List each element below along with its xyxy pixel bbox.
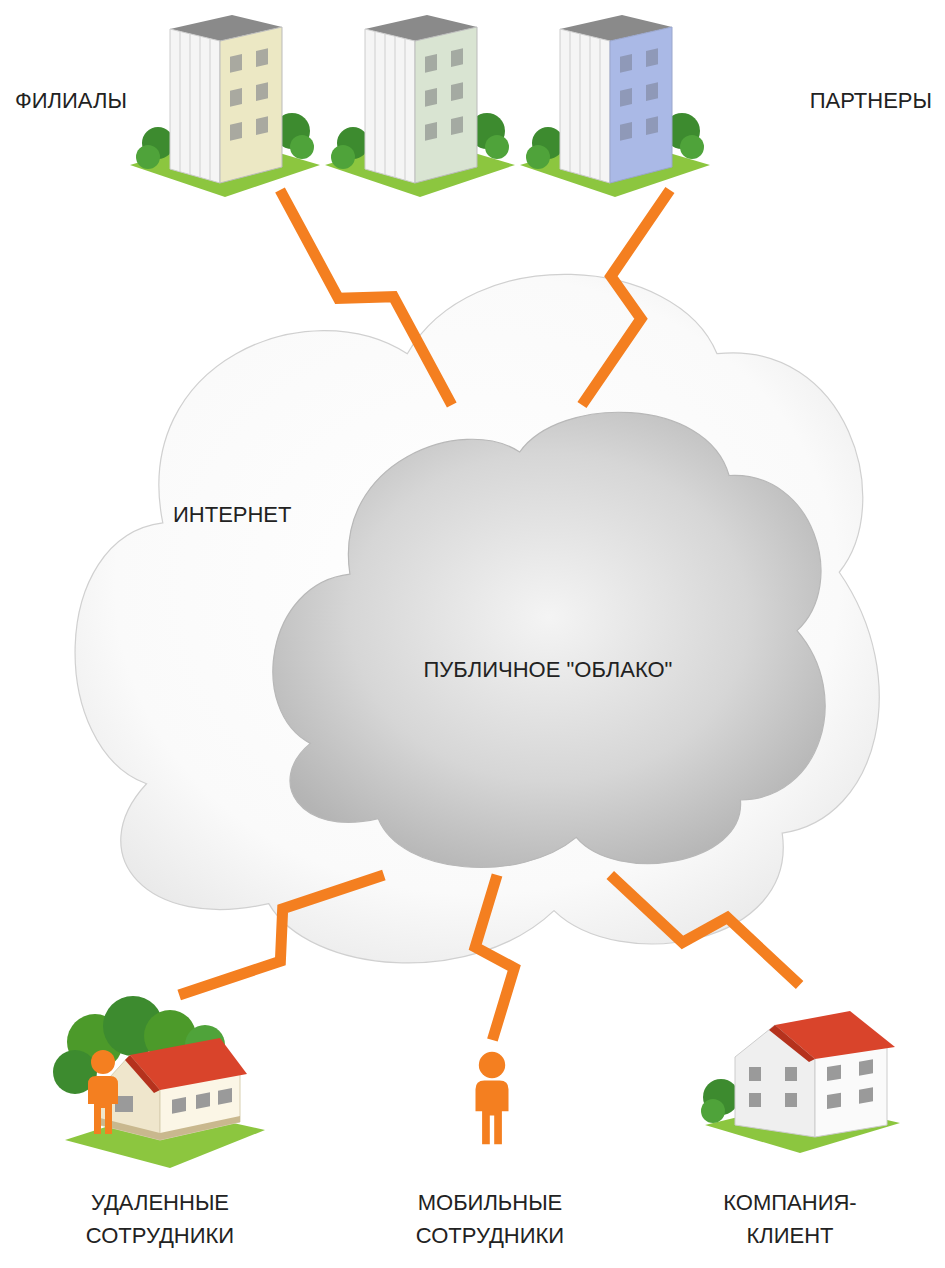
lightning-link [280, 190, 452, 405]
node-label: УДАЛЕННЫЕ СОТРУДНИКИ [75, 1186, 245, 1252]
internet-cloud: ПУБЛИЧНОЕ "ОБЛАКО" ИНТЕРНЕТ [65, 255, 880, 960]
lightning-link [475, 875, 514, 1040]
text-holder: ПУБЛИЧНОЕ "ОБЛАКО" [265, 653, 831, 686]
public-cloud: ПУБЛИЧНОЕ "ОБЛАКО" [265, 405, 831, 875]
branch-building [130, 15, 320, 197]
home-house [53, 996, 265, 1168]
office-building [325, 15, 515, 197]
node-label: ПУБЛИЧНОЕ "ОБЛАКО" [265, 653, 831, 686]
node-label: ПАРТНЕРЫ [810, 84, 932, 117]
client-company: КОМПАНИЯ- КЛИЕНТ [670, 985, 910, 1260]
text-holder: КОМПАНИЯ- КЛИЕНТ [670, 1186, 910, 1252]
person-icon [88, 1050, 118, 1134]
cloud-shape [273, 412, 825, 867]
lightning-link [179, 875, 384, 995]
node-label: ФИЛИАЛЫ [15, 84, 127, 117]
lightning-link [610, 875, 799, 985]
text-holder: ИНТЕРНЕТ [173, 498, 292, 531]
branches-group: ФИЛИАЛЫ [5, 10, 290, 190]
lightning-link [582, 190, 670, 405]
node-label: ИНТЕРНЕТ [173, 498, 292, 531]
remote-workers: УДАЛЕННЫЕ СОТРУДНИКИ [40, 995, 280, 1260]
node-label: МОБИЛЬНЫЕ СОТРУДНИКИ [405, 1186, 575, 1252]
partners-group: ПАРТНЕРЫ [520, 10, 940, 190]
text-holder: ФИЛИАЛЫ [15, 84, 127, 117]
node-label: КОМПАНИЯ- КЛИЕНТ [705, 1186, 875, 1252]
text-holder: ПАРТНЕРЫ [810, 84, 932, 117]
text-holder: МОБИЛЬНЫЕ СОТРУДНИКИ [370, 1186, 610, 1252]
client-building [701, 1011, 900, 1153]
cloud-outline [265, 405, 831, 875]
person-icon [476, 1052, 509, 1144]
partner-building [520, 15, 710, 197]
mobile-workers: МОБИЛЬНЫЕ СОТРУДНИКИ [370, 1040, 610, 1260]
cloud-shape [75, 274, 879, 963]
text-holder: УДАЛЕННЫЕ СОТРУДНИКИ [40, 1186, 280, 1252]
